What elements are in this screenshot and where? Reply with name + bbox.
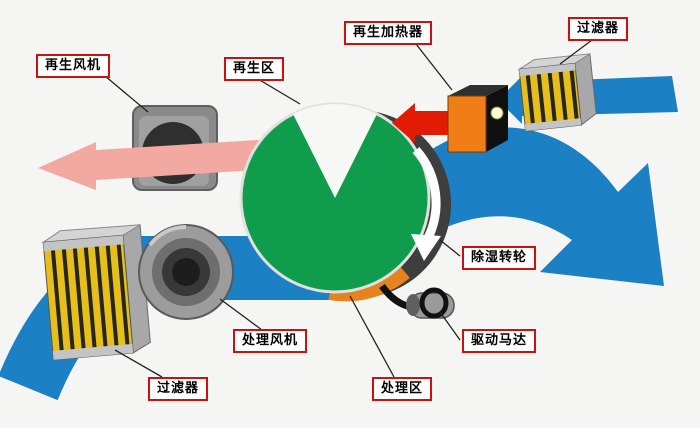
label-process-fan: 处理风机	[233, 329, 308, 353]
label-drive-motor: 驱动马达	[462, 329, 537, 353]
leader-filter-bottom	[114, 349, 163, 378]
leader-wheel	[439, 239, 461, 257]
leader-motor	[439, 311, 461, 341]
process-fan-graphic	[138, 224, 234, 320]
leader-filter-top	[559, 39, 593, 65]
label-regeneration-fan: 再生风机	[36, 54, 111, 78]
label-process-zone: 处理区	[372, 377, 433, 401]
leader-lines	[104, 39, 593, 378]
drive-motor-graphic	[406, 287, 455, 319]
label-regeneration-zone: 再生区	[224, 57, 285, 81]
label-regeneration-heater: 再生加热器	[344, 21, 433, 45]
leader-regen-heater	[415, 43, 453, 91]
desiccant-wheel-graphic	[239, 102, 451, 311]
wheel-rotation-arrow	[412, 147, 441, 243]
leader-process-fan	[219, 298, 263, 331]
outlet-air-arrow	[428, 127, 664, 286]
filter-top-graphic	[518, 52, 597, 132]
heater-indicator-light	[490, 106, 504, 120]
hot-air-arrow	[392, 103, 448, 143]
regeneration-heater-graphic	[447, 85, 508, 153]
leader-regen-fan	[104, 75, 149, 113]
leader-process-zone	[349, 295, 395, 378]
label-filter-top: 过滤器	[568, 17, 629, 41]
leader-regen-zone	[257, 78, 301, 105]
label-desiccant-wheel: 除湿转轮	[462, 246, 537, 270]
label-filter-bottom: 过滤器	[148, 377, 209, 401]
regeneration-sector	[293, 104, 377, 198]
filter-bottom-graphic	[41, 223, 151, 361]
